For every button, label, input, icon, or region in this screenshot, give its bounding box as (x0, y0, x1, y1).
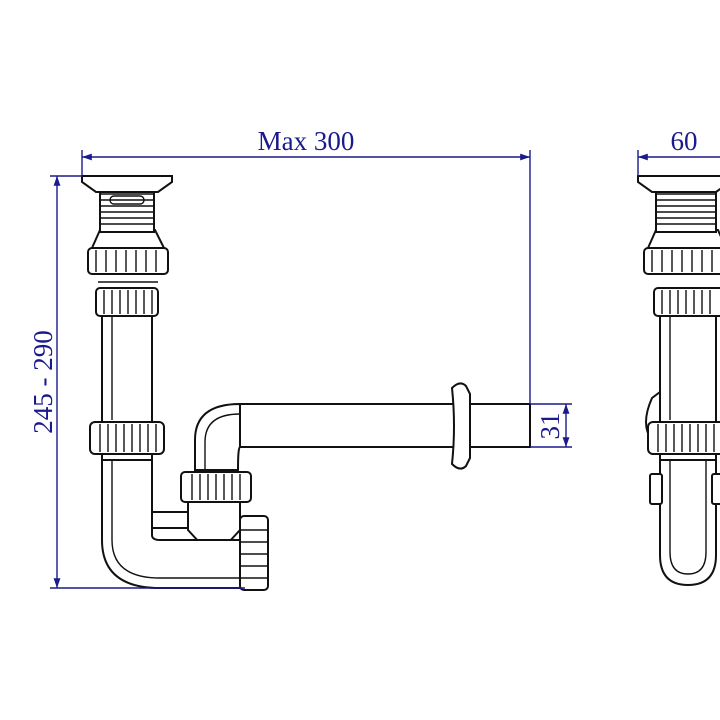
basin-waste (81, 175, 173, 283)
dimension-outlet-diameter: 31 (530, 403, 572, 448)
dimension-max-length: Max 300 (81, 126, 531, 404)
side-view (637, 175, 720, 587)
front-view (81, 175, 531, 591)
label-height: 245 - 290 (28, 330, 58, 434)
label-width: 60 (671, 126, 698, 156)
dimension-annotations: Max 300 60 245 - 290 31 (28, 126, 720, 589)
upper-slip-nut (95, 287, 159, 317)
dimension-width: 60 (637, 126, 720, 176)
wall-rosette (450, 382, 471, 470)
outlet-pipe (194, 402, 531, 471)
dimension-height: 245 - 290 (28, 175, 245, 589)
label-max-length: Max 300 (258, 126, 355, 156)
lower-slip-nut (89, 421, 165, 455)
label-outlet-diameter: 31 (535, 413, 565, 440)
cup-nut-ribs (191, 474, 241, 500)
bend-outlet-nut (239, 515, 269, 591)
